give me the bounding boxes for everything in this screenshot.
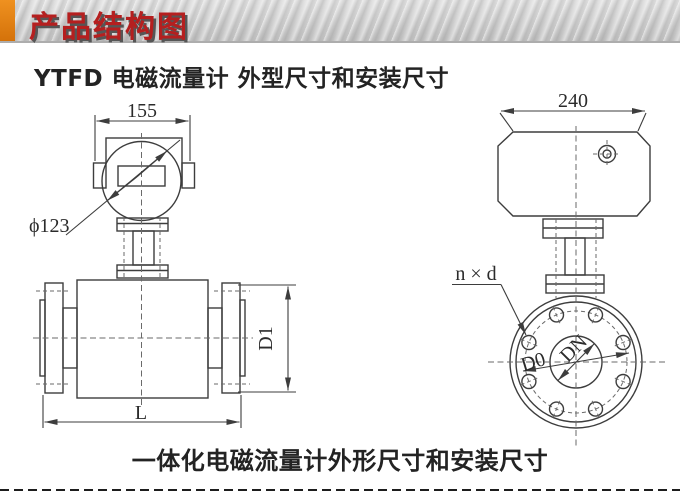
bottom-dashed-divider bbox=[0, 489, 680, 491]
neck-column-side bbox=[564, 237, 586, 276]
housing-outline bbox=[497, 131, 651, 217]
screw-symbol bbox=[593, 140, 621, 168]
right-ear bbox=[181, 162, 196, 189]
side-view: 240 n × d D0 DN bbox=[452, 90, 665, 447]
dim-head-width: 155 bbox=[94, 100, 191, 161]
dim-d0-label: D0 bbox=[518, 348, 548, 376]
dim-155-label: 155 bbox=[127, 100, 157, 122]
dim-head-diameter: ϕ123 bbox=[29, 139, 181, 237]
neck-lower-flange bbox=[116, 264, 169, 279]
dim-l-label: L bbox=[135, 402, 147, 424]
dim-dn-label: DN bbox=[556, 331, 592, 367]
left-ear bbox=[92, 162, 107, 189]
dim-bore: DN bbox=[556, 331, 595, 381]
dim-d1-label: D1 bbox=[255, 326, 277, 350]
header-accent-bar bbox=[0, 0, 15, 41]
front-view: 155 ϕ123 D1 L bbox=[29, 100, 296, 428]
nxd-label: n × d bbox=[455, 263, 496, 285]
dim-flange-diameter: D1 bbox=[238, 284, 296, 393]
bolt-holes bbox=[520, 306, 632, 418]
page-title: 产品结构图 bbox=[29, 10, 189, 45]
header-banner: 产品结构图 bbox=[0, 0, 680, 45]
neck-column bbox=[132, 230, 155, 266]
dim-housing-width: 240 bbox=[499, 90, 647, 132]
flow-body bbox=[76, 279, 209, 399]
dim-240-label: 240 bbox=[558, 90, 588, 112]
drawing-caption: 一体化电磁流量计外形尺寸和安装尺寸 bbox=[131, 447, 549, 475]
drawing-subtitle: YTFD 电磁流量计 外型尺寸和安装尺寸 bbox=[34, 66, 450, 92]
dim-body-length: L bbox=[42, 395, 242, 428]
bolt-callout: n × d bbox=[452, 263, 527, 336]
dim-phi123-label: ϕ123 bbox=[29, 215, 70, 237]
